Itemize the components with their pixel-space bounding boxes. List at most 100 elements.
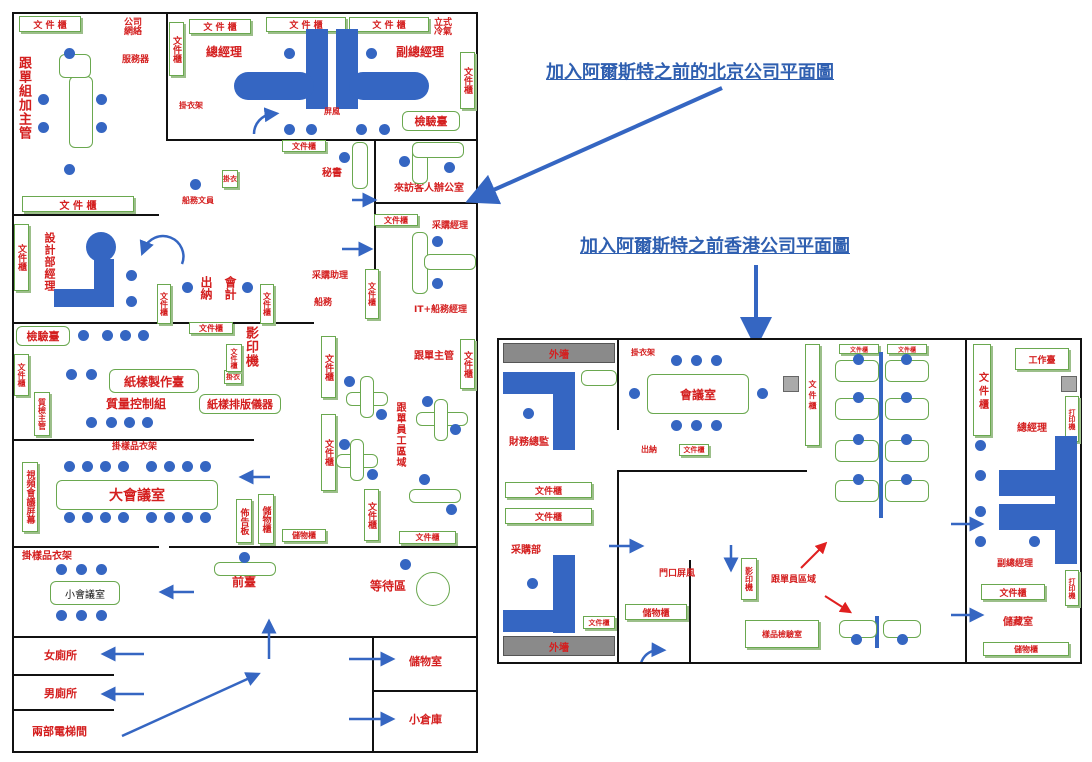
chair bbox=[118, 512, 129, 523]
gm-label: 總經理 bbox=[1017, 423, 1047, 434]
chair bbox=[419, 474, 430, 485]
secretary-label: 秘書 bbox=[322, 168, 342, 179]
chair bbox=[164, 461, 175, 472]
chair bbox=[182, 461, 193, 472]
big-meeting-table: 大會議室 bbox=[56, 480, 218, 510]
chair bbox=[399, 156, 410, 167]
cashier-label: 出納 bbox=[199, 276, 213, 300]
screen-label: 屏風 bbox=[324, 107, 340, 116]
copier: 影印機 bbox=[741, 558, 757, 600]
chair bbox=[851, 634, 862, 645]
file-cabinet: 文件櫃 bbox=[981, 584, 1045, 600]
chair bbox=[671, 355, 682, 366]
merch-desk bbox=[350, 439, 364, 481]
printer: 打印機 bbox=[1065, 570, 1079, 606]
chair bbox=[306, 124, 317, 135]
chair bbox=[975, 536, 986, 547]
chair bbox=[629, 388, 640, 399]
storage-cabinet: 儲物櫃 bbox=[282, 529, 326, 542]
chair bbox=[853, 354, 864, 365]
chair bbox=[146, 461, 157, 472]
chair bbox=[86, 369, 97, 380]
purchasing-label: 采購部 bbox=[511, 545, 541, 556]
chair bbox=[64, 48, 75, 59]
deputy-gm-label: 副總經理 bbox=[997, 559, 1034, 569]
chair bbox=[138, 330, 149, 341]
chair bbox=[444, 162, 455, 173]
waiting-label: 等待區 bbox=[370, 579, 407, 593]
company-network-label: 公司 網絡 bbox=[124, 18, 143, 37]
design-mgr-label: 設計部經理 bbox=[43, 232, 56, 292]
chair bbox=[242, 282, 253, 293]
file-cabinet: 文件櫃 bbox=[321, 414, 336, 491]
deputy-gm-label: 副總經理 bbox=[396, 45, 445, 59]
chair bbox=[901, 434, 912, 445]
file-cabinet: 文件櫃 bbox=[321, 336, 336, 398]
chair bbox=[523, 408, 534, 419]
chair bbox=[182, 512, 193, 523]
chair bbox=[691, 420, 702, 431]
file-cabinet: 文件櫃 bbox=[583, 616, 615, 629]
chair bbox=[432, 278, 443, 289]
waiting-table bbox=[416, 572, 450, 606]
chair bbox=[284, 48, 295, 59]
file-cabinet: 文 件 櫃 bbox=[349, 17, 429, 32]
deputy-gm-desk bbox=[1055, 504, 1077, 564]
chair bbox=[38, 122, 49, 133]
chair bbox=[853, 474, 864, 485]
chair bbox=[446, 504, 457, 515]
chair bbox=[96, 122, 107, 133]
chair bbox=[76, 564, 87, 575]
chair bbox=[853, 434, 864, 445]
inspection-table: 檢驗臺 bbox=[402, 111, 460, 131]
chair bbox=[284, 124, 295, 135]
merch-table bbox=[69, 76, 93, 148]
guest-desk bbox=[412, 142, 464, 158]
chair bbox=[126, 270, 137, 281]
chair bbox=[100, 461, 111, 472]
hanger-label: 掛衣架 bbox=[179, 101, 203, 110]
outer-wall: 外墻 bbox=[503, 343, 615, 363]
chair bbox=[106, 417, 117, 428]
design-desk bbox=[86, 232, 116, 262]
chair bbox=[376, 409, 387, 420]
front-desk-label: 前臺 bbox=[232, 575, 257, 589]
file-cabinet: 文 件 櫃 bbox=[189, 19, 251, 34]
storage-cabinet: 儲物櫃 bbox=[258, 494, 274, 544]
chair bbox=[102, 330, 113, 341]
chair bbox=[190, 179, 201, 190]
chair bbox=[200, 461, 211, 472]
accounting-label: 會計 bbox=[223, 276, 237, 300]
grey-box bbox=[783, 376, 799, 392]
file-cabinet: 文件櫃 bbox=[157, 284, 171, 324]
chair bbox=[711, 420, 722, 431]
chair bbox=[691, 355, 702, 366]
chair bbox=[124, 417, 135, 428]
chair bbox=[66, 369, 77, 380]
side-table bbox=[581, 370, 617, 386]
chair bbox=[366, 48, 377, 59]
file-cabinet: 文件櫃 bbox=[460, 339, 475, 389]
file-cabinet: 文件櫃 bbox=[887, 344, 927, 354]
chair bbox=[897, 634, 908, 645]
merch-desk bbox=[409, 489, 461, 503]
chair bbox=[711, 355, 722, 366]
chair bbox=[853, 392, 864, 403]
file-cabinet: 文件櫃 bbox=[679, 444, 709, 456]
chair bbox=[379, 124, 390, 135]
file-cabinet: 文件櫃 bbox=[14, 224, 29, 291]
hongkong-floorplan: 外墻 外墻 掛衣架 會議室 出納 文件櫃 財務總監 文件櫃 文件櫃 采購部 文件… bbox=[497, 338, 1082, 664]
guest-office-label: 來訪客人辦公室 bbox=[394, 183, 464, 194]
storage-cabinet: 儲物櫃 bbox=[625, 604, 687, 620]
file-cabinet: 文件櫃 bbox=[505, 482, 592, 498]
chair bbox=[56, 610, 67, 621]
photocopy-label: 影印機 bbox=[243, 326, 258, 368]
file-cabinet: 文 件 櫃 bbox=[805, 344, 820, 446]
chair bbox=[339, 439, 350, 450]
chair bbox=[126, 296, 137, 307]
chair bbox=[450, 424, 461, 435]
chair bbox=[671, 420, 682, 431]
chair bbox=[100, 512, 111, 523]
hongkong-flow-arrows bbox=[609, 516, 985, 662]
chair bbox=[78, 330, 89, 341]
